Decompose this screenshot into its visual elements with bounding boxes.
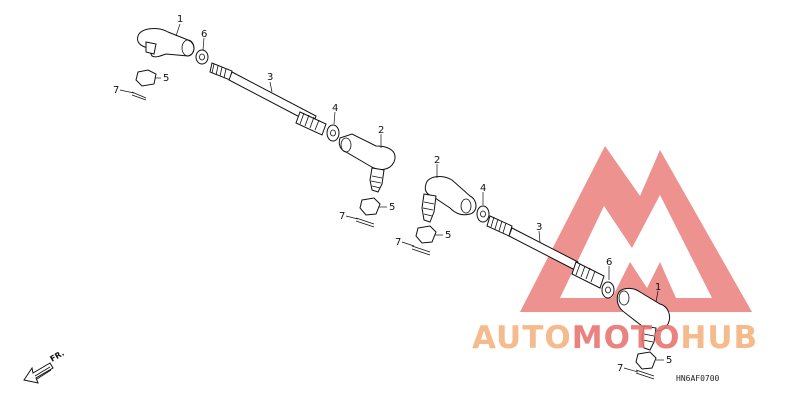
callout-4-lower: 4 [480, 183, 486, 194]
tie-rod-end-1-lower [616, 287, 671, 332]
callout-1-lower: 1 [655, 282, 661, 293]
lock-nut-6-upper [195, 49, 209, 65]
callout-7-upper-b: 7 [339, 211, 345, 222]
lower-tie-rod-assembly [411, 176, 671, 380]
watermark-word-auto: AUTO [472, 320, 572, 356]
tie-rod-end-2-upper-stud [369, 167, 385, 193]
front-arrow-icon [23, 362, 54, 384]
callout-7-lower-b: 7 [617, 363, 623, 374]
callout-3-lower: 3 [536, 222, 542, 233]
cotter-pin-7-upper-a [131, 91, 147, 101]
cotter-pin-7-lower-b [635, 369, 655, 380]
callout-7-lower-a: 7 [395, 237, 401, 248]
watermark-logo [520, 146, 752, 312]
tie-rod-3-upper [209, 62, 327, 136]
svg-text:AUTOMOTOHUB: AUTOMOTOHUB [472, 320, 758, 356]
lock-nut-6-lower [601, 281, 615, 299]
front-direction-indicator: FR. [23, 349, 66, 384]
callout-4-upper: 4 [332, 103, 338, 114]
callout-2-lower: 2 [434, 155, 440, 166]
callout-7-upper-a: 7 [113, 85, 119, 96]
castle-nut-5-lower-b [635, 351, 657, 370]
tie-rod-end-2-upper [338, 133, 396, 170]
callout-6-lower: 6 [606, 257, 612, 268]
callout-6-upper: 6 [201, 29, 207, 40]
tie-rod-end-1-upper-socket [181, 39, 195, 57]
callouts-upper: 1 6 5 7 3 4 2 5 7 [113, 14, 395, 222]
callout-1-upper: 1 [177, 14, 183, 25]
watermark-word-moto: MOTO [572, 320, 681, 356]
callout-5-lower-b: 5 [666, 355, 672, 366]
callout-3-upper: 3 [267, 72, 273, 83]
tie-rod-end-2-lower-stud [421, 193, 437, 223]
watermark-text: AUTOMOTOHUB [472, 320, 758, 356]
callout-5-upper-b: 5 [389, 202, 395, 213]
tie-rod-3-lower [486, 215, 605, 289]
castle-nut-5-lower-a [415, 225, 437, 244]
upper-tie-rod-assembly [131, 28, 396, 228]
lock-nut-4-lower [476, 205, 490, 223]
tie-rod-end-1-lower-stud [641, 325, 657, 351]
callout-5-upper-a: 5 [163, 73, 169, 84]
watermark-word-hub: HUB [680, 320, 758, 356]
cotter-pin-7-lower-a [411, 245, 431, 256]
tie-rod-end-2-lower [424, 176, 477, 216]
callout-2-upper: 2 [378, 125, 384, 136]
callouts-lower: 2 4 5 7 3 6 1 5 7 [395, 155, 672, 374]
cotter-pin-7-upper-b [355, 217, 375, 228]
watermark-triangle [520, 146, 752, 312]
castle-nut-5-upper-a [135, 69, 157, 87]
lock-nut-4-upper [326, 124, 340, 142]
castle-nut-5-upper-b [359, 197, 381, 216]
diagram-code: HN6AF0700 [676, 374, 720, 383]
tie-rod-end-1-upper-stud [145, 41, 157, 55]
callout-5-lower-a: 5 [445, 230, 451, 241]
front-direction-label: FR. [49, 349, 66, 364]
leader-lines [119, 23, 664, 373]
